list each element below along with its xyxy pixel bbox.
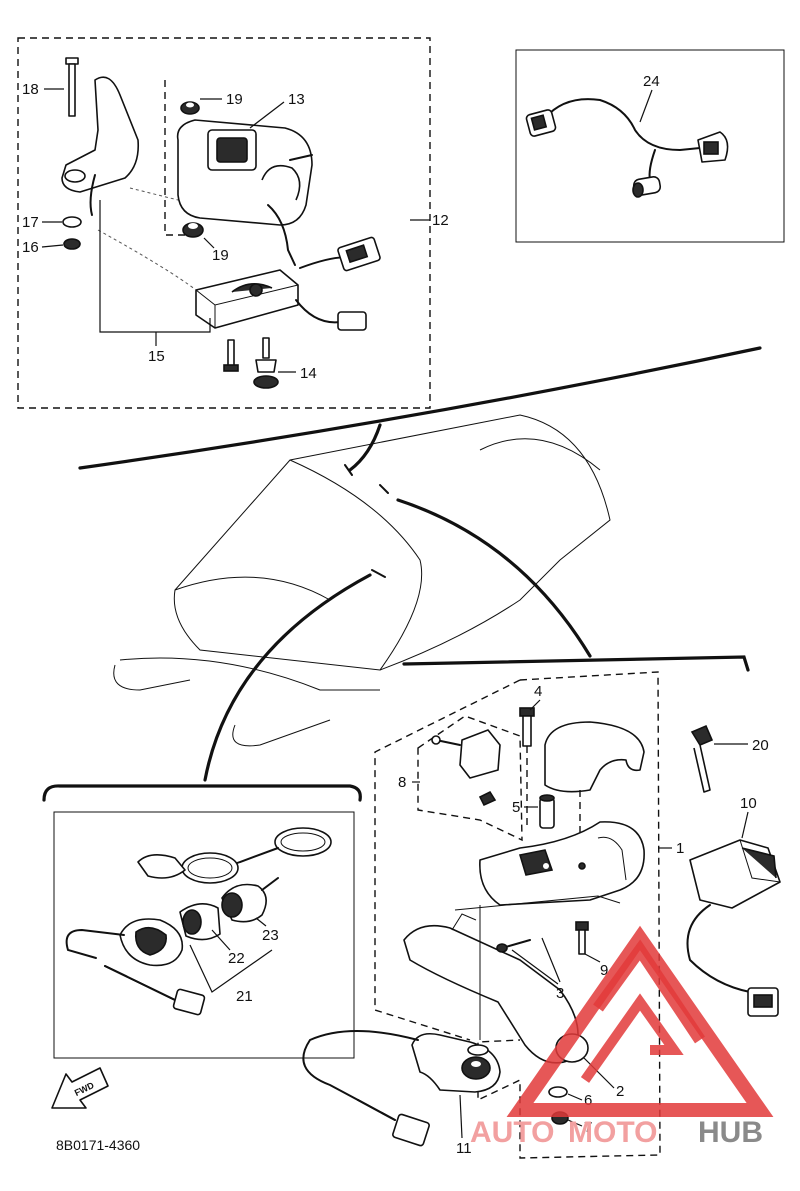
callout-13: 13 xyxy=(288,91,305,108)
switch-22 xyxy=(179,903,221,941)
logo-text-moto: MOTO xyxy=(568,1116,657,1149)
callout-1: 1 xyxy=(676,840,684,857)
bullet-connector-24 xyxy=(632,176,662,198)
callout-21: 21 xyxy=(236,988,253,1005)
connector-24-left xyxy=(525,109,557,137)
collar-5 xyxy=(539,797,555,829)
bracket-line-right xyxy=(402,655,750,672)
grommet-19-bottom xyxy=(182,222,204,238)
mounting-bracket xyxy=(61,76,140,193)
key-ring xyxy=(274,827,332,857)
callout-22: 22 xyxy=(228,950,245,967)
callout-10: 10 xyxy=(740,795,757,812)
switch-body-21 xyxy=(119,918,184,967)
screw-9 xyxy=(575,921,589,955)
diagram-code: 8B0171-4360 xyxy=(56,1137,140,1153)
forward-arrow-icon: FWD xyxy=(51,1067,109,1109)
callout-14: 14 xyxy=(300,365,317,382)
cable-tie-20 xyxy=(690,724,714,793)
control-unit-assembly xyxy=(17,37,431,409)
group-1-boundary xyxy=(477,671,661,1159)
group-24-boundary xyxy=(515,49,785,243)
group-12-boundary xyxy=(17,37,431,409)
bolt-4 xyxy=(519,707,535,747)
washer-6 xyxy=(548,1086,568,1098)
callout-4: 4 xyxy=(534,683,542,700)
callout-24: 24 xyxy=(643,73,660,90)
connector-10 xyxy=(686,839,781,1017)
group-8-boundary xyxy=(417,715,523,842)
screw-3 xyxy=(496,939,531,953)
ignition-switch-group-21 xyxy=(42,784,362,1059)
callout-3: 3 xyxy=(556,985,564,1002)
snowmobile-outline xyxy=(78,346,762,782)
bolt-18 xyxy=(65,57,79,117)
key-23 xyxy=(221,877,279,923)
throttle-housing xyxy=(479,821,645,906)
callout-16: 16 xyxy=(22,239,39,256)
callout-18: 18 xyxy=(22,81,39,98)
callout-17: 17 xyxy=(22,214,39,231)
screw-8 xyxy=(431,735,461,746)
wire-harness-group-24 xyxy=(515,49,785,243)
leader-curve-left xyxy=(203,573,372,782)
logo-text-auto: AUTO xyxy=(470,1116,554,1149)
callout-19-top: 19 xyxy=(226,91,243,108)
callout-8: 8 xyxy=(398,774,406,791)
callout-6: 6 xyxy=(584,1092,592,1109)
automotohub-logo: AUTO MOTO HUB xyxy=(470,925,774,1149)
connector-24-right xyxy=(697,131,729,163)
throttle-assembly-1 xyxy=(302,671,672,1159)
callout-12: 12 xyxy=(432,212,449,229)
leader-curve-right xyxy=(396,498,592,658)
callout-11: 11 xyxy=(456,1140,472,1157)
cdi-unit-13 xyxy=(176,119,381,272)
callout-19-bottom: 19 xyxy=(212,247,229,264)
logo-text-hub: HUB xyxy=(698,1116,763,1149)
grommet-19-top xyxy=(180,101,200,115)
group-21-boundary xyxy=(53,811,355,1059)
callout-23: 23 xyxy=(262,927,279,944)
leader-curve-top xyxy=(78,346,762,470)
callout-2: 2 xyxy=(616,1083,624,1100)
callout-9: 9 xyxy=(600,962,608,979)
callout-7: 7 xyxy=(584,1119,592,1136)
callout-20: 20 xyxy=(752,737,769,754)
throttle-sensor-11 xyxy=(411,1032,501,1093)
nut-16 xyxy=(63,238,81,250)
plate-8 xyxy=(459,729,501,779)
callout-15: 15 xyxy=(148,348,165,365)
base-plate-15 xyxy=(195,269,367,331)
throttle-cover xyxy=(544,721,645,793)
callout-5: 5 xyxy=(512,799,520,816)
washer-17 xyxy=(62,216,82,228)
screw-14 xyxy=(223,337,279,389)
